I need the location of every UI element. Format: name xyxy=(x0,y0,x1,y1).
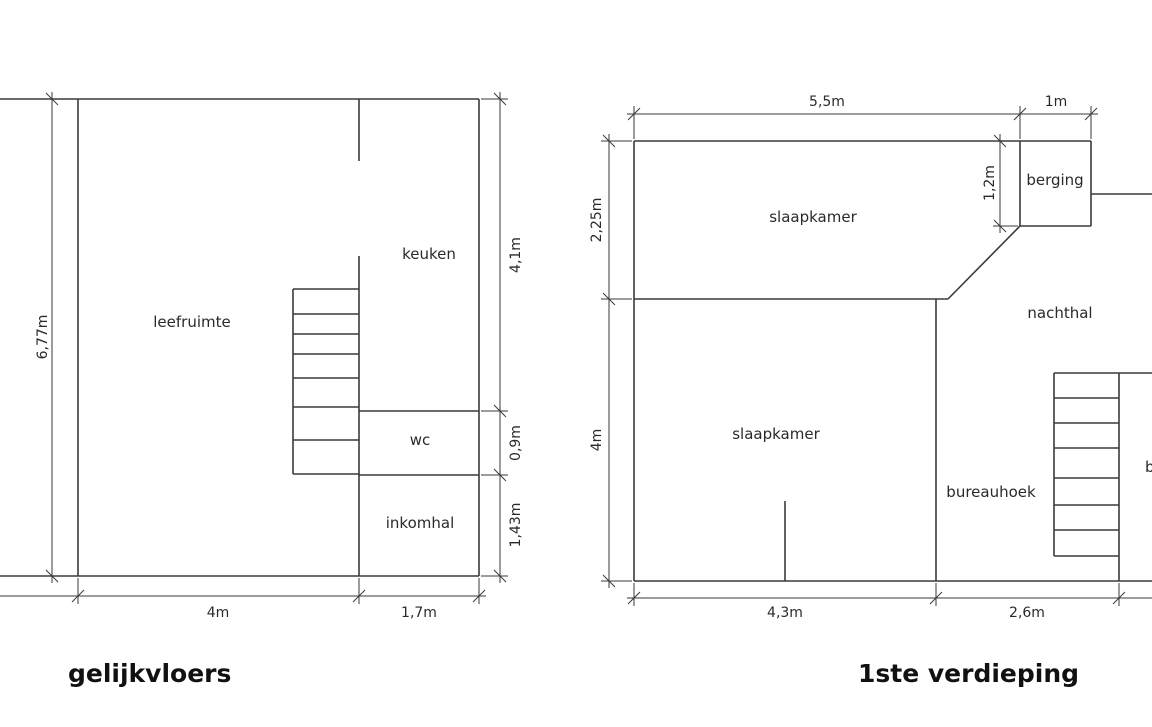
room-label-entrance: inkomhal xyxy=(386,514,454,532)
room-label-office-corner: bureauhoek xyxy=(946,483,1036,501)
dim-label-wc-height: 0,9m xyxy=(508,425,524,461)
dim-label-right-width: 1,7m xyxy=(401,605,437,621)
plan-title-ground-floor: gelijkvloers xyxy=(68,659,231,688)
ground-floor-plan: leefruimte keuken wc inkomhal 6,77m 4,1m… xyxy=(0,92,524,688)
room-label-living: leefruimte xyxy=(153,313,230,331)
dim-label-top-width: 5,5m xyxy=(809,94,845,110)
room-label-bedroom-top: slaapkamer xyxy=(769,208,857,226)
room-label-partial: b xyxy=(1145,458,1152,476)
dim-label-kitchen-height: 4,1m xyxy=(508,237,524,273)
ground-floor-staircase xyxy=(292,288,359,475)
dim-label-bedroom-bottom-height: 4m xyxy=(589,429,605,452)
room-label-bedroom-bottom: slaapkamer xyxy=(732,425,820,443)
room-label-storage: berging xyxy=(1026,171,1083,189)
ground-floor-walls xyxy=(0,98,480,577)
ground-floor-dimension-labels: 6,77m 4,1m 0,9m 1,43m 4m 1,7m xyxy=(35,237,524,621)
dim-label-living-width: 4m xyxy=(207,605,230,621)
dim-label-bottom-width-right: 2,6m xyxy=(1009,605,1045,621)
dim-label-bedroom-top-height: 2,25m xyxy=(589,198,605,243)
first-floor-walls xyxy=(633,140,1152,582)
first-floor-staircase xyxy=(1053,372,1119,557)
first-floor-dimension-lines xyxy=(601,106,1152,606)
room-label-wc: wc xyxy=(410,431,431,449)
ground-floor-dimension-lines xyxy=(0,92,508,604)
dim-label-storage-width: 1m xyxy=(1045,94,1068,110)
room-label-night-hall: nachthal xyxy=(1027,304,1092,322)
plan-title-first-floor: 1ste verdieping xyxy=(858,659,1079,688)
room-label-kitchen: keuken xyxy=(402,245,456,263)
dim-label-bottom-width-left: 4,3m xyxy=(767,605,803,621)
dim-label-entrance-height: 1,43m xyxy=(508,503,524,548)
ground-floor-room-labels: leefruimte keuken wc inkomhal xyxy=(153,245,456,532)
first-floor-room-labels: slaapkamer berging nachthal slaapkamer b… xyxy=(732,171,1152,501)
dim-label-storage-height: 1,2m xyxy=(982,165,998,201)
first-floor-dimension-labels: 5,5m 1m 1,2m 2,25m 4m 4,3m 2,6m xyxy=(589,94,1067,621)
dim-label-total-height: 6,77m xyxy=(35,315,51,360)
first-floor-plan: slaapkamer berging nachthal slaapkamer b… xyxy=(589,94,1152,688)
